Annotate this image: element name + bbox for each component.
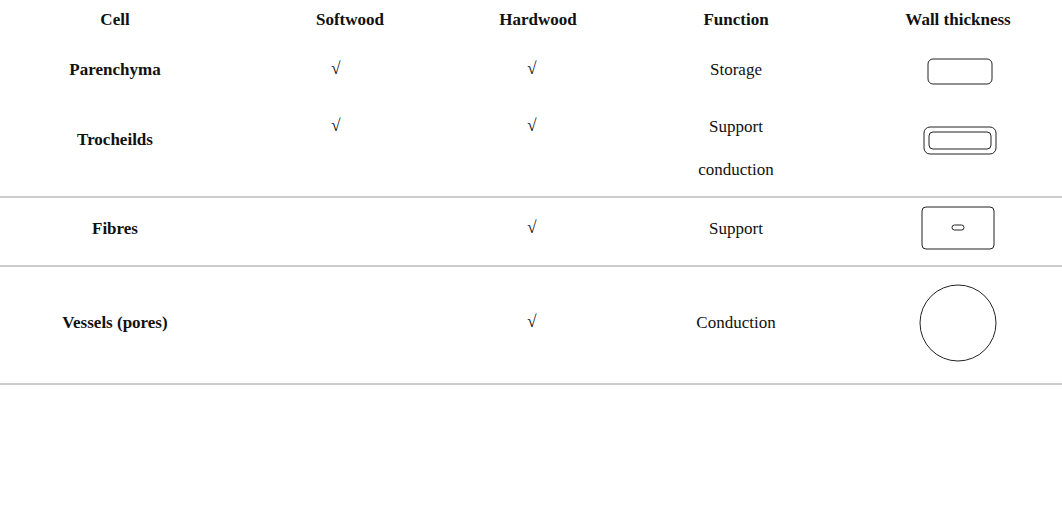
function-cell: Conduction <box>696 313 775 333</box>
function-cell: Support conduction <box>691 105 781 191</box>
row-rules <box>0 197 1062 384</box>
column-header: Function <box>703 10 768 30</box>
check-mark: √ <box>527 218 536 238</box>
column-header: Softwood <box>316 10 384 30</box>
vessel-cell <box>920 285 996 361</box>
check-mark: √ <box>527 312 536 332</box>
column-header: Hardwood <box>499 10 576 30</box>
row-header: Parenchyma <box>69 60 160 80</box>
row-header: Vessels (pores) <box>62 313 167 333</box>
thick-wall-cell <box>922 207 994 249</box>
thin-wall-cell <box>928 59 992 84</box>
medium-wall-cell <box>924 127 996 154</box>
function-cell: Support <box>709 219 763 239</box>
row-header: Trocheilds <box>77 130 153 150</box>
function-cell: Storage <box>710 60 762 80</box>
check-mark: √ <box>527 116 536 136</box>
row-header: Fibres <box>92 219 138 239</box>
check-mark: √ <box>331 59 340 79</box>
check-mark: √ <box>331 116 340 136</box>
column-header: Cell <box>100 10 129 30</box>
column-header: Wall thickness <box>905 10 1010 30</box>
check-mark: √ <box>527 59 536 79</box>
